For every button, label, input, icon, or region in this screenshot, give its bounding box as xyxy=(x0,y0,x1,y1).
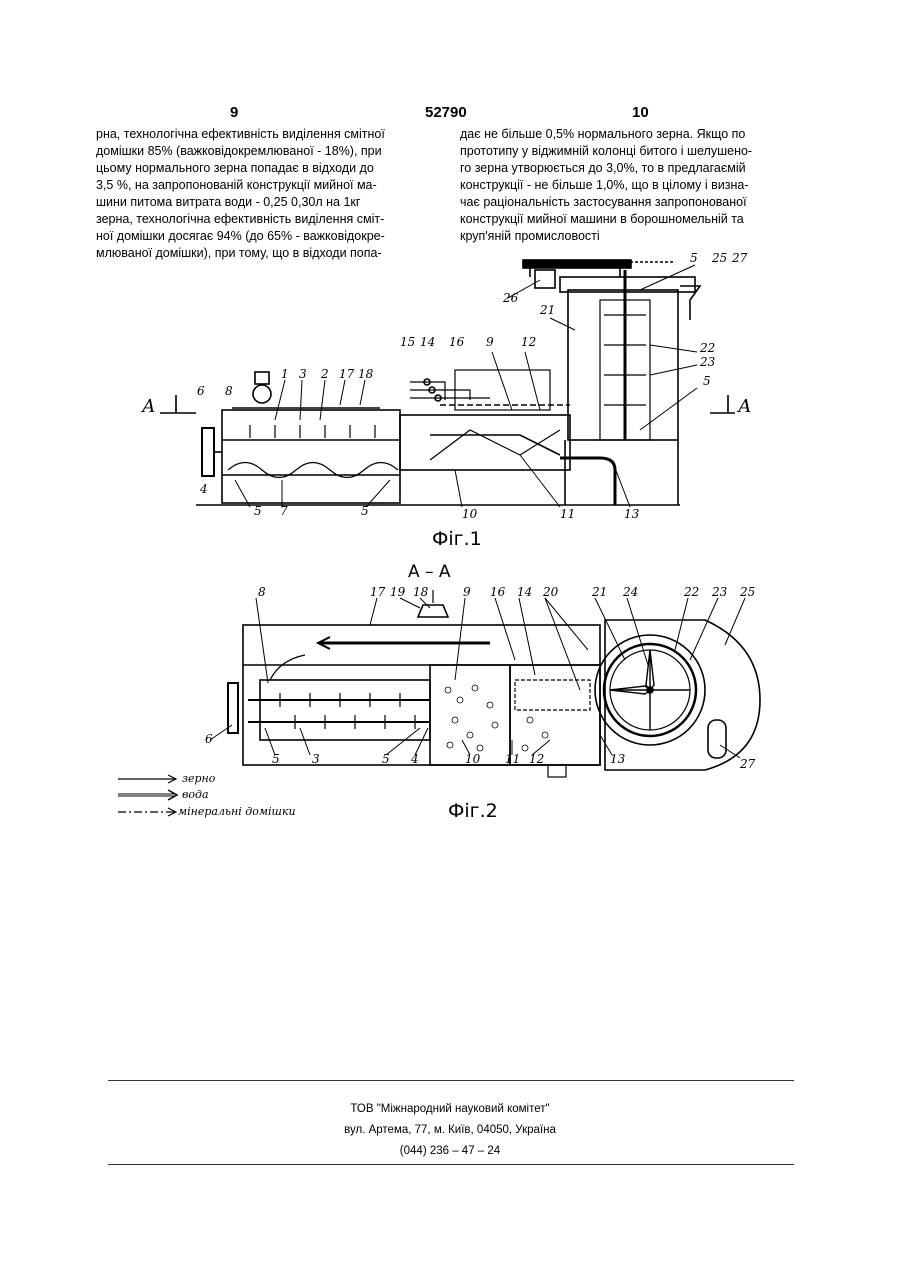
footer-rule-top xyxy=(108,1080,794,1081)
legend-grain: зерно xyxy=(182,772,215,785)
legend-mineral-impurities: мінеральні домішки xyxy=(178,805,296,818)
footer-phone: (044) 236 – 47 – 24 xyxy=(0,1145,900,1157)
footer-rule-bottom xyxy=(108,1164,794,1165)
legend-arrows xyxy=(0,0,900,830)
footer-address: вул. Артема, 77, м. Київ, 04050, Україна xyxy=(0,1124,900,1136)
legend-water: вода xyxy=(182,788,209,801)
footer-org: ТОВ "Міжнародний науковий комітет" xyxy=(0,1103,900,1115)
